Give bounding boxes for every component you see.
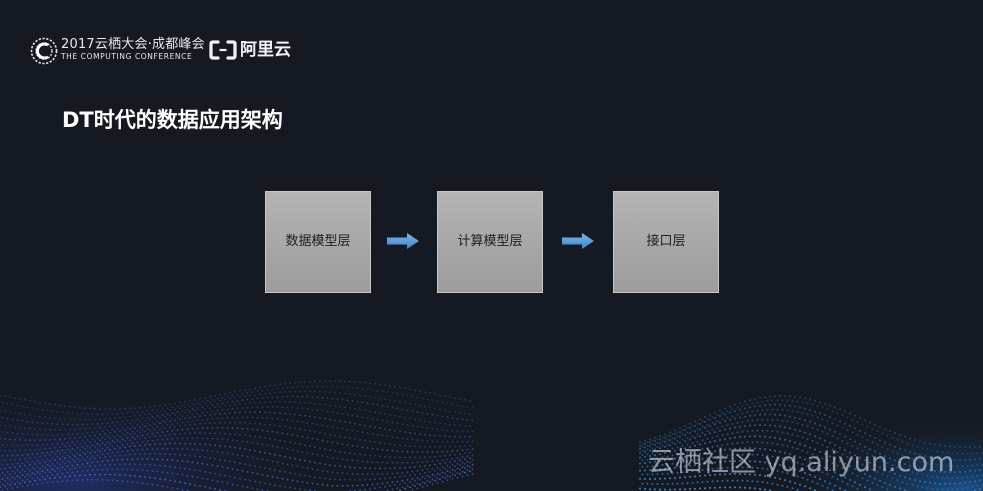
layer-label: 数据模型层 [285,234,351,249]
layer-label: 计算模型层 [457,234,523,249]
layer-box-interface: 接口层 [613,191,719,293]
conference-title: 2017云栖大会·成都峰会 [61,37,205,52]
flow-arrow-icon [387,233,419,249]
slide-title: DT时代的数据应用架构 [62,108,283,132]
conference-logo-icon [30,37,58,65]
flow-arrow-icon [562,233,594,249]
layer-box-compute-model: 计算模型层 [437,191,543,293]
brand-name: 阿里云 [240,40,291,60]
conference-subtitle: THE COMPUTING CONFERENCE [61,52,193,61]
layer-label: 接口层 [646,234,686,249]
conference-branding: 2017云栖大会·成都峰会 THE COMPUTING CONFERENCE [61,37,205,62]
layer-box-data-model: 数据模型层 [265,191,371,293]
aliyun-logo-icon [209,40,237,60]
watermark: 云栖社区 yq.aliyun.com [648,447,955,478]
